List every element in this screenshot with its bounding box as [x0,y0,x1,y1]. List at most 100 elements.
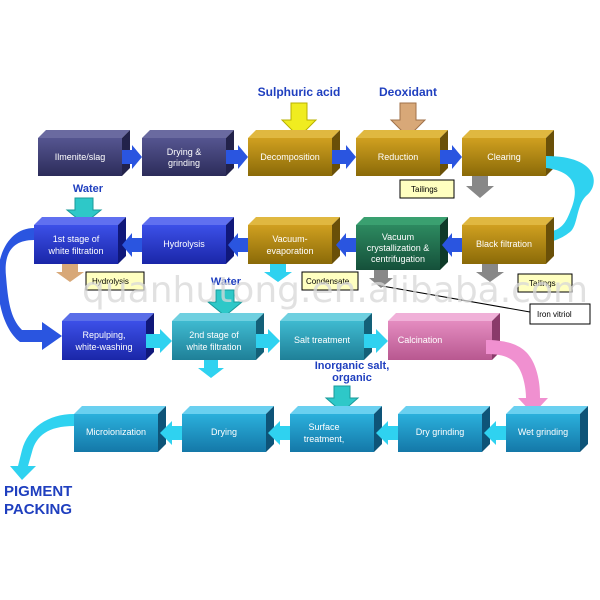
box-surface-treatment: Surface treatment, [290,406,382,452]
iron-vitriol-label: Iron vitriol [537,310,572,319]
deoxidant-label: Deoxidant [379,85,437,99]
hydrolysis-note-box [85,271,145,291]
inorganic-salt-label-1: Inorganic salt, [315,360,390,372]
vacuum-evaporation-label-2: evaporation [266,246,313,256]
vacuum-crystallization-label-3: centrifugation [371,254,425,264]
tailings-2-arrow-icon [476,264,504,282]
box-decomposition: Decomposition [248,130,340,176]
microionization-label: Microionization [86,427,146,437]
tailings-1-label: Tailings [411,185,438,194]
drying-label: Drying [211,427,237,437]
water-2-input: Water [206,276,244,317]
decomposition-label: Decomposition [260,152,320,162]
surface-treatment-label-2: treatment, [304,434,345,444]
tailings-1-arrow-icon [466,176,494,198]
first-white-filtration-label-2: white filtration [47,246,103,256]
inorganic-salt-input: Inorganic salt, organic [315,360,390,413]
filtrate-arrow-icon [198,360,224,378]
hydrolysis-note-label: Hydrolysis [92,277,129,286]
second-white-filtration-label-1: 2nd stage of [189,330,239,340]
box-ilmenite: Ilmenite/slag [38,130,130,176]
box-first-white-filtration: 1st stage of white filtration [34,217,126,264]
black-filtration-label: Black filtration [476,239,532,249]
salt-treatment-label: Salt treatment [294,335,351,345]
arrow-r3-3 [364,329,388,353]
condensate-label: Condensate [306,277,350,286]
iron-vitriol-arrow-icon [369,270,393,288]
dry-grinding-label: Dry grinding [416,427,465,437]
sulphuric-acid-label: Sulphuric acid [258,85,341,99]
box-wet-grinding: Wet grinding [506,406,588,452]
row3-flow: Repulping, white-washing 2nd stage of wh… [62,313,500,378]
iron-vitriol-box [529,303,591,325]
row1-flow: Ilmenite/slag Drying & grinding Decompos… [38,130,554,176]
condensate-arrow-icon [264,264,292,282]
inorganic-salt-label-2: organic [332,372,372,384]
drying-grinding-label-2: grinding [168,158,200,168]
arrow-r3-1 [146,329,172,353]
pigment-packing-line-1: PIGMENT [4,483,72,500]
arrow-r4-1 [160,421,182,445]
iron-vitriol-note: Iron vitriol [369,270,591,325]
arrow-r4-3 [376,421,398,445]
box-drying: Drying [182,406,274,452]
sulphuric-acid-input: Sulphuric acid [258,85,341,138]
arrow-r3-2 [256,329,280,353]
deoxidant-arrow-icon [389,102,427,138]
box-dry-grinding: Dry grinding [398,406,490,452]
box-black-filtration: Black filtration [462,217,554,264]
water-2-label: Water [211,276,242,288]
box-salt-treatment: Salt treatment [280,313,372,360]
vacuum-evaporation-label-1: Vacuum- [272,234,307,244]
arrow-r2-1 [122,233,142,257]
condensate-note: Condensate [264,264,359,291]
calcination-label: Calcination [398,335,443,345]
tailings-1-box [399,179,455,199]
arrow-r4-4 [484,421,506,445]
arrow-r2-4 [442,233,462,257]
water-2-arrow-icon [206,289,244,317]
curved-arrow-clearing-to-black-filtration [528,156,594,250]
first-white-filtration-label-1: 1st stage of [53,234,100,244]
box-second-white-filtration: 2nd stage of white filtration [172,313,264,360]
curved-arrow-to-packing [10,414,74,480]
box-calcination: Calcination [388,313,500,360]
arrow-r1-4 [440,145,462,169]
repulping-label-2: white-washing [74,342,132,352]
box-reduction: Reduction [356,130,448,176]
vacuum-crystallization-label-2: crystallization & [367,243,430,253]
arrow-r2-2 [228,233,248,257]
box-drying-grinding: Drying & grinding [142,130,234,176]
surface-treatment-label-1: Surface [308,422,339,432]
box-clearing: Clearing [462,130,554,176]
deoxidant-input: Deoxidant [379,85,437,138]
water-1-input: Water [65,183,104,225]
box-repulping: Repulping, white-washing [62,313,154,360]
sulphuric-acid-arrow-icon [280,102,318,138]
row4-flow: Microionization Drying Surface treatment… [74,406,588,452]
vacuum-crystallization-label-1: Vacuum [382,232,414,242]
pigment-packing-output: PIGMENT PACKING [4,483,72,518]
arrow-r1-3 [332,145,356,169]
ilmenite-label: Ilmenite/slag [55,152,106,162]
hydrolysis-label: Hydrolysis [163,239,205,249]
curved-arrow-row2-to-row3 [0,228,62,350]
inorganic-salt-arrow-icon [324,385,360,413]
curved-arrow-calcination-to-wet-grinding [486,340,548,414]
hydrolysis-note-arrow-icon [56,264,84,282]
hydrolysis-note: Hydrolysis [56,264,145,291]
drying-grinding-label-1: Drying & [167,147,202,157]
water-1-label: Water [73,183,104,195]
clearing-label: Clearing [487,152,521,162]
wet-grinding-label: Wet grinding [518,427,568,437]
box-hydrolysis: Hydrolysis [142,217,234,264]
arrow-r1-1 [122,145,142,169]
arrow-r2-3 [336,233,356,257]
tailings-2-box [517,273,573,293]
watermark: quanhutong.en.alibaba.com [82,270,588,311]
tailings-2: Tailings [476,264,573,293]
arrow-r4-2 [268,421,290,445]
iron-vitriol-leader-line [381,285,531,313]
pigment-packing-line-2: PACKING [4,501,72,518]
